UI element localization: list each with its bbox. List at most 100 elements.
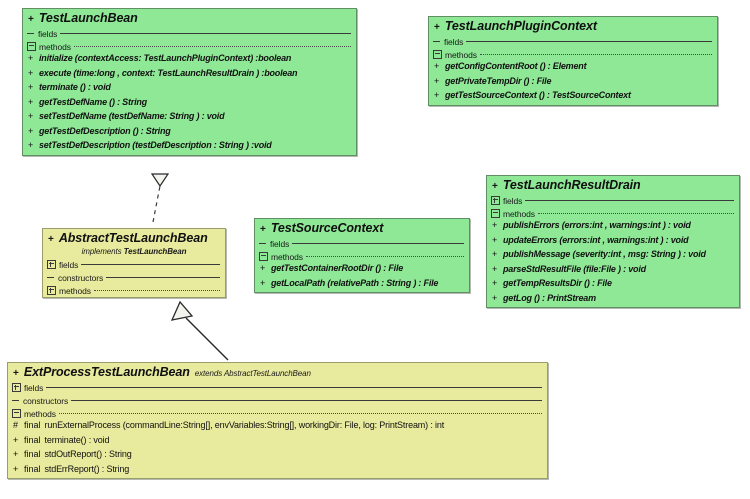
relationship-generalization (170, 300, 229, 361)
member-modifier: final (24, 420, 41, 431)
section-label: methods (503, 208, 535, 219)
section-label: fields (59, 259, 79, 270)
member-row[interactable]: +execute (time:long , context: TestLaunc… (23, 68, 356, 83)
section-label: fields (503, 195, 523, 206)
collapse-icon[interactable] (433, 50, 442, 60)
class-extends-label: extends AbstractTestLaunchBean (194, 369, 311, 378)
expand-icon[interactable] (12, 383, 21, 393)
section-header-fields[interactable]: fields (255, 237, 469, 250)
member-row[interactable]: +getPrivateTempDir () : File (429, 76, 717, 91)
member-visibility: + (492, 220, 498, 231)
member-signature: runExternalProcess (commandLine:String[]… (44, 420, 445, 431)
member-row[interactable]: +getTestContainerRootDir () : File (255, 263, 469, 278)
member-visibility: + (260, 263, 266, 274)
collapse-icon[interactable] (12, 409, 21, 419)
member-modifier: final (24, 434, 41, 445)
section-rule (106, 277, 220, 279)
member-row[interactable]: +getTestDefName () : String (23, 97, 356, 112)
member-row[interactable]: +getTempResultsDir () : File (487, 278, 739, 293)
section-header-methods[interactable]: methods (255, 250, 469, 263)
member-row[interactable]: +parseStdResultFile (file:File ) : void (487, 264, 739, 279)
member-row[interactable]: +initialize (contextAccess: TestLaunchPl… (23, 53, 356, 68)
class-box-testsourcecontext[interactable]: + TestSourceContext fields methods+getTestC… (254, 218, 470, 294)
section-header-fields[interactable]: fields (23, 27, 356, 40)
member-visibility: + (434, 61, 440, 72)
section-header-methods[interactable]: methods (487, 207, 739, 220)
section-rule (525, 200, 734, 202)
class-name: AbstractTestLaunchBean (58, 231, 208, 245)
member-row[interactable]: +publishMessage (severity:int , msg: Str… (487, 249, 739, 264)
member-signature: publishErrors (errors:int , warnings:int… (503, 220, 691, 231)
class-title-row: +TestLaunchPluginContext (429, 17, 717, 35)
class-visibility: + (260, 224, 266, 235)
section-header-methods[interactable]: methods (43, 284, 225, 297)
section-label: fields (444, 36, 464, 47)
member-visibility: + (434, 90, 440, 101)
section-rule (81, 264, 220, 266)
member-visibility: + (260, 277, 266, 288)
class-title-row: +TestLaunchResultDrain (487, 176, 739, 194)
collapse-icon[interactable] (491, 209, 500, 219)
member-row[interactable]: +terminate () : void (23, 82, 356, 97)
member-row[interactable]: +updateErrors (errors:int , warnings:int… (487, 235, 739, 250)
member-row[interactable]: +getTestDefDescription () : String (23, 126, 356, 141)
member-row[interactable]: +setTestDefDescription (testDefDescripti… (23, 140, 356, 155)
dash-icon (12, 400, 19, 402)
class-visibility: + (492, 181, 498, 192)
member-visibility: + (492, 249, 498, 260)
class-name: TestSourceContext (270, 221, 384, 235)
member-row[interactable]: + getConfigContentRoot () : Element (429, 61, 717, 76)
member-row[interactable]: +getLog () : PrintStream (487, 292, 739, 307)
section-label: constructors (23, 395, 69, 406)
member-signature: parseStdResultFile (file:File ) : void (503, 263, 646, 274)
section-header-methods[interactable]: methods (8, 407, 547, 420)
member-row[interactable]: +getTestSourceContext () : TestSourceCon… (429, 90, 717, 105)
member-visibility: + (28, 140, 34, 151)
member-modifier: final (24, 449, 41, 460)
section-label: fields (270, 238, 290, 249)
member-row[interactable]: +getLocalPath (relativePath : String ) :… (255, 277, 469, 292)
section-header-constructors[interactable]: constructors (8, 394, 547, 407)
member-signature: stdErrReport() : String (44, 463, 130, 474)
collapse-icon[interactable] (259, 252, 268, 262)
section-rule (466, 41, 712, 43)
class-name: ExtProcessTestLaunchBean (23, 365, 190, 379)
member-row[interactable]: + publishErrors (errors:int , warnings:in… (487, 220, 739, 235)
class-visibility: + (48, 234, 54, 245)
member-signature: initialize (contextAccess: TestLaunchPlu… (39, 53, 292, 64)
member-visibility: + (13, 463, 19, 474)
expand-icon[interactable] (47, 286, 56, 296)
section-label: methods (59, 285, 91, 296)
class-name: TestLaunchPluginContext (444, 19, 597, 33)
section-rule (292, 243, 464, 245)
member-signature: execute (time:long , context: TestLaunch… (39, 67, 298, 78)
member-row[interactable]: +setTestDefName (testDefName: String ) :… (23, 111, 356, 126)
section-header-methods[interactable]: methods (23, 40, 356, 53)
section-header-fields[interactable]: fields (487, 194, 739, 207)
member-signature: getConfigContentRoot () : Element (445, 61, 587, 72)
section-label: methods (271, 251, 303, 262)
collapse-icon[interactable] (27, 42, 36, 52)
class-visibility: + (28, 14, 34, 25)
member-visibility: + (13, 434, 19, 445)
section-header-constructors[interactable]: constructors (43, 271, 225, 284)
relationship-realization (150, 173, 170, 223)
expand-icon[interactable] (491, 196, 500, 206)
section-header-fields[interactable]: fields (429, 35, 717, 48)
section-header-fields[interactable]: fields (8, 381, 547, 394)
section-label: methods (24, 408, 56, 419)
section-header-methods[interactable]: methods (429, 48, 717, 61)
member-signature: setTestDefName (testDefName: String ) : … (39, 111, 225, 122)
expand-icon[interactable] (47, 260, 56, 270)
class-box-extprocesstestlaunchbean[interactable]: + ExtProcessTestLaunchBean extends Abstrac… (7, 362, 548, 480)
member-visibility: + (492, 292, 498, 303)
section-header-fields[interactable]: fields (43, 258, 225, 271)
